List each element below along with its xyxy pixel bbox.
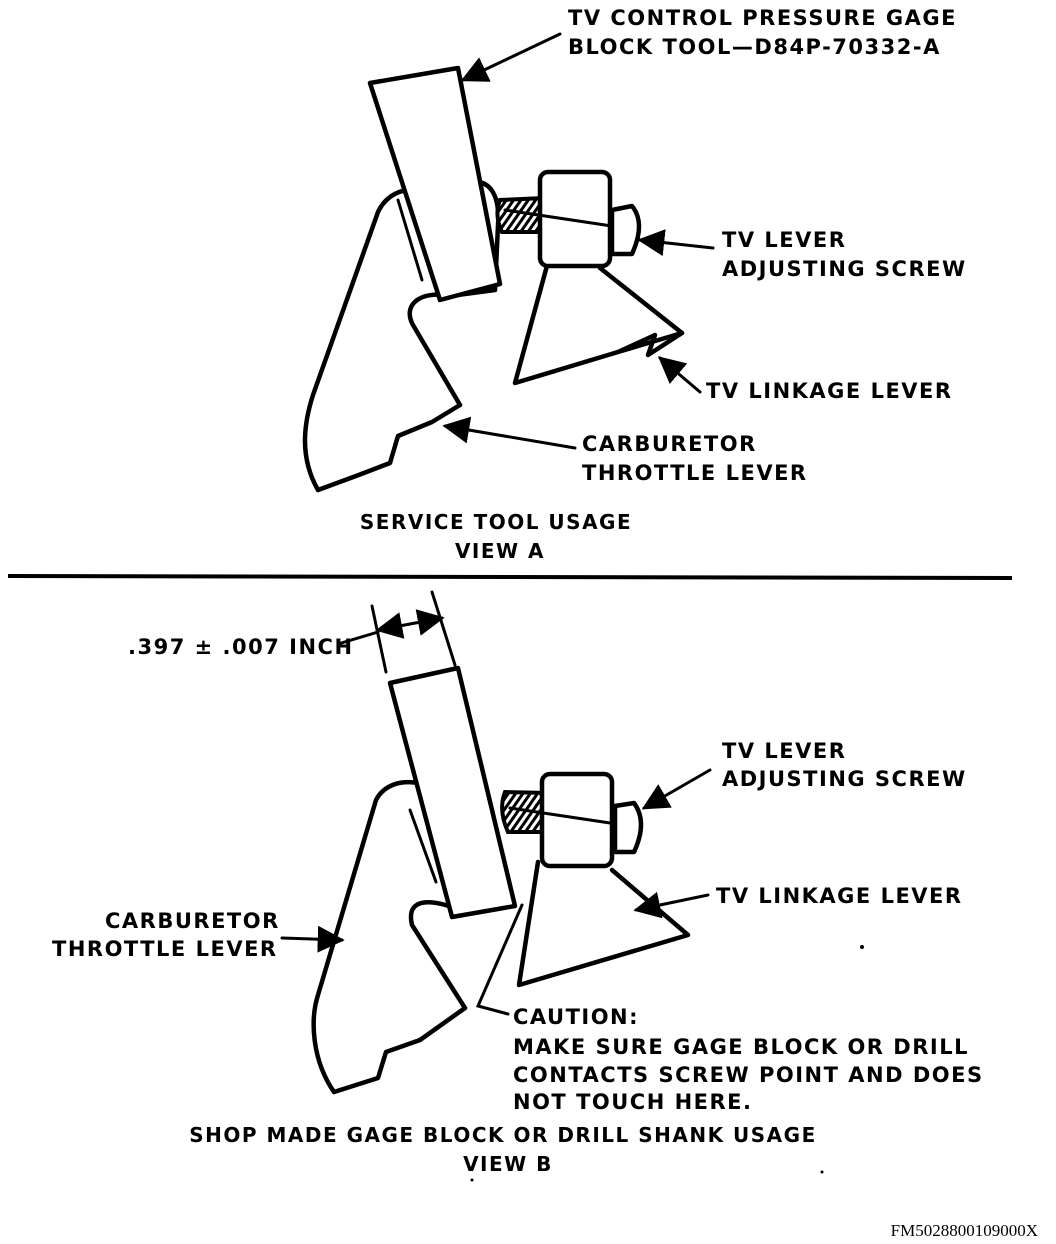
linkage-lever-body-a	[512, 259, 685, 386]
label-gage-tool-line1: TV CONTROL PRESSURE GAGE	[568, 6, 957, 30]
speck	[860, 945, 864, 949]
throttle-lever-b	[311, 780, 468, 1095]
caption-b-line2: VIEW B	[463, 1152, 553, 1176]
throttle-lever-b-break	[331, 1005, 468, 1095]
gage-tool-block-a	[367, 65, 503, 303]
throttle-lever-a-break	[315, 402, 463, 493]
label-screw-b-line2: ADJUSTING SCREW	[722, 767, 967, 791]
leader-linkage-a	[657, 356, 702, 394]
label-linkage-a: TV LINKAGE LEVER	[706, 379, 953, 403]
adjusting-screw-head-a	[609, 203, 642, 257]
caption-b-line1: SHOP MADE GAGE BLOCK OR DRILL SHANK USAG…	[189, 1123, 817, 1147]
screw-axis-a	[503, 208, 627, 230]
view-a-drawing	[302, 32, 715, 493]
speck	[470, 1178, 474, 1182]
label-screw-a-line2: ADJUSTING SCREW	[722, 257, 967, 281]
dim-extension-right	[430, 590, 457, 667]
label-throttle-a-line1: CARBURETOR	[582, 432, 757, 456]
linkage-lever-break-a	[615, 330, 685, 358]
dim-leader	[336, 630, 380, 646]
label-caution-line4: NOT TOUCH HERE.	[513, 1090, 753, 1114]
gage-block-edge-b	[408, 808, 438, 884]
label-throttle-b-line1: CARBURETOR	[105, 909, 280, 933]
speck	[820, 1170, 824, 1174]
caption-a-line1: SERVICE TOOL USAGE	[360, 510, 632, 534]
leader-gage-tool-a	[460, 32, 562, 82]
label-screw-b-line1: TV LEVER	[722, 739, 846, 763]
linkage-lever-hub-b	[539, 771, 615, 869]
label-throttle-a-line2: THROTTLE LEVER	[582, 461, 808, 485]
label-linkage-b: TV LINKAGE LEVER	[716, 884, 963, 908]
view-divider	[7, 574, 1013, 580]
caption-a-line2: VIEW A	[455, 539, 545, 563]
leader-throttle-a	[442, 416, 577, 450]
view-b-drawing	[280, 590, 712, 1095]
label-throttle-b-line2: THROTTLE LEVER	[52, 937, 278, 961]
label-caution-line3: CONTACTS SCREW POINT AND DOES	[513, 1063, 984, 1087]
gage-block-b	[387, 665, 518, 920]
label-caution-line2: MAKE SURE GAGE BLOCK OR DRILL	[513, 1035, 969, 1059]
leader-throttle-b	[280, 925, 345, 953]
leader-screw-a	[637, 229, 715, 257]
leader-screw-b	[641, 768, 712, 810]
label-screw-a-line1: TV LEVER	[722, 228, 846, 252]
figure-code: FM5028800109000X	[891, 1221, 1038, 1240]
gage-tool-edge-a	[396, 198, 424, 282]
label-dimension: .397 ± .007 INCH	[128, 635, 354, 659]
screw-axis-b	[508, 806, 632, 828]
leader-linkage-b	[633, 891, 710, 919]
linkage-lever-body-b	[516, 859, 691, 988]
label-gage-tool-line2: BLOCK TOOL—D84P-70332-A	[568, 35, 941, 59]
caution-pointer	[475, 903, 524, 1016]
label-caution-line1: CAUTION:	[513, 1005, 639, 1029]
dim-arrow	[375, 609, 445, 639]
adjusting-screw-head-b	[612, 800, 644, 855]
dim-extension-left	[370, 604, 388, 674]
